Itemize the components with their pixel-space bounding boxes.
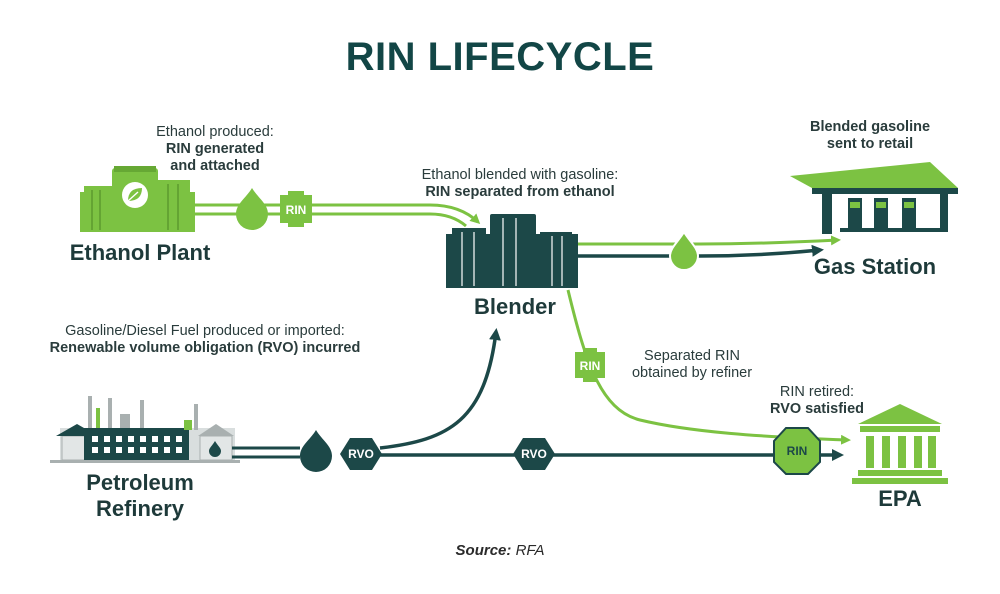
rin-badge-epa-label: RIN (787, 444, 808, 458)
rin-badge-ethanol (280, 191, 312, 227)
caption-rin-retired: RIN retired: RVO satisfied (769, 384, 865, 418)
caption-separated-rin: Separated RIN obtained by refiner (631, 348, 753, 382)
rin-badge-ethanol-label: RIN (286, 203, 307, 217)
rin-badge-separated-label: RIN (580, 359, 601, 373)
rvo-badge-refinery (340, 438, 382, 470)
node-blender: Blender (474, 294, 556, 319)
refinery-icon (50, 396, 240, 463)
node-ethanol-plant: Ethanol Plant (69, 240, 211, 265)
ethanol-droplet-icon (236, 188, 268, 230)
node-petroleum-refinery: Petroleum Refinery (86, 470, 194, 521)
page-title: RIN LIFECYCLE (345, 35, 655, 79)
refinery-flows (232, 328, 844, 461)
retail-flow (578, 235, 841, 258)
fuel-droplet-icon (300, 430, 332, 472)
blend-droplet-icon (668, 230, 700, 271)
rvo-badge-middle-label: RVO (521, 447, 547, 461)
caption-fuel-produced: Gasoline/Diesel Fuel produced or importe… (49, 323, 361, 357)
source-credit: Source: RFA (455, 542, 545, 559)
blender-icon (446, 214, 578, 288)
caption-retail: Blended gasoline sent to retail (809, 119, 931, 153)
node-epa: EPA (878, 486, 922, 511)
rin-badge-epa (773, 427, 821, 475)
rin-badge-separated (575, 348, 605, 382)
rvo-badge-middle (513, 438, 555, 470)
caption-ethanol-produced: Ethanol produced: RIN generated and atta… (156, 124, 274, 175)
rvo-badge-refinery-label: RVO (348, 447, 374, 461)
caption-blended: Ethanol blended with gasoline: RIN separ… (421, 167, 619, 201)
node-gas-station: Gas Station (813, 254, 937, 279)
ethanol-plant-icon (80, 166, 195, 232)
epa-building-icon (852, 404, 948, 484)
ethanol-flow (195, 203, 481, 228)
gas-station-icon (790, 162, 958, 234)
